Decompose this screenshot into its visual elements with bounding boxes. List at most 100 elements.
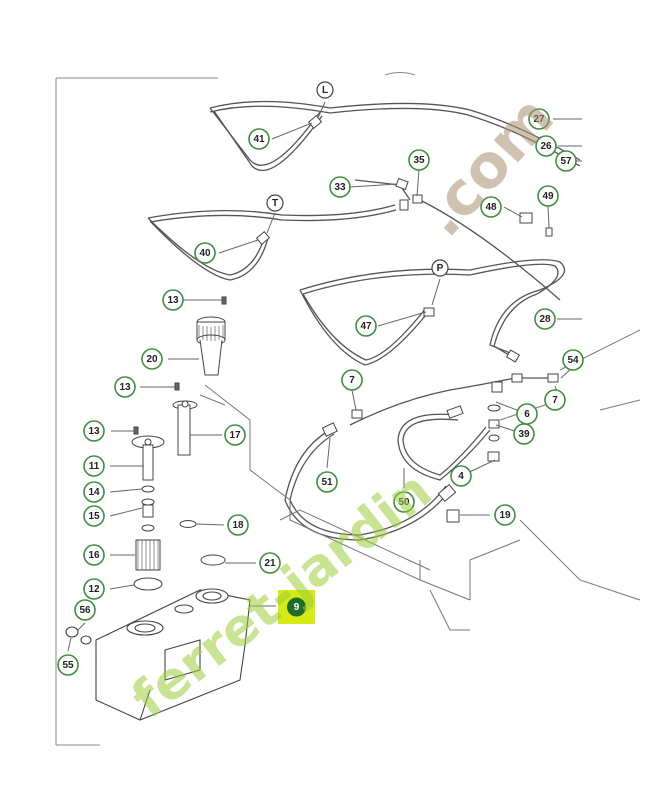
callout-40[interactable]: 40 (194, 242, 216, 264)
letter-label: T (272, 198, 278, 209)
callout-label: 55 (62, 660, 74, 671)
callout-11[interactable]: 11 (83, 455, 105, 477)
callout-label: 11 (89, 461, 100, 472)
callout-ring (555, 150, 577, 172)
callout-26[interactable]: 26 (535, 135, 557, 157)
callout-label: 18 (232, 520, 244, 531)
callout-7[interactable]: 7 (544, 389, 566, 411)
callout-ring (316, 471, 338, 493)
callout-label: 50 (398, 497, 410, 508)
callout-label: 21 (264, 558, 276, 569)
callout-label: 15 (88, 511, 100, 522)
callout-ring (513, 423, 535, 445)
callout-label: 48 (485, 202, 497, 213)
callout-48[interactable]: 48 (480, 196, 502, 218)
callout-ring (534, 308, 556, 330)
letter-ring (266, 194, 284, 212)
callout-ring (329, 176, 351, 198)
callout-ring (528, 108, 550, 130)
part-cap-20 (196, 316, 226, 376)
callout-ring (83, 505, 105, 527)
callout-54[interactable]: 54 (562, 349, 584, 371)
callout-label: 20 (146, 354, 158, 365)
callout-33[interactable]: 33 (329, 176, 351, 198)
callout-41[interactable]: 41 (248, 128, 270, 150)
callout-20[interactable]: 20 (141, 348, 163, 370)
callout-47[interactable]: 47 (355, 315, 377, 337)
callout-13[interactable]: 13 (162, 289, 184, 311)
callout-12[interactable]: 12 (83, 578, 105, 600)
callout-6[interactable]: 6 (516, 403, 538, 425)
letter-markers: L T P (266, 81, 449, 277)
callout-ring (83, 578, 105, 600)
callout-label: 35 (413, 155, 425, 166)
callout-label: 4 (458, 471, 464, 482)
letter-marker-T: T (266, 194, 284, 212)
callout-label: 27 (533, 114, 545, 125)
callout-35[interactable]: 35 (408, 149, 430, 171)
callout-50[interactable]: 50 (393, 491, 415, 513)
callout-16[interactable]: 16 (83, 544, 105, 566)
callout-ring (248, 128, 270, 150)
letter-ring (316, 81, 334, 99)
callout-label: 51 (321, 477, 333, 488)
callout-ring (57, 654, 79, 676)
callout-17[interactable]: 17 (224, 424, 246, 446)
callout-ring (408, 149, 430, 171)
callout-ring (83, 455, 105, 477)
callout-15[interactable]: 15 (83, 505, 105, 527)
callout-4[interactable]: 4 (450, 465, 472, 487)
letter-marker-P: P (431, 259, 449, 277)
callout-label: 7 (349, 375, 355, 386)
fittings (255, 115, 559, 523)
callout-ring (141, 348, 163, 370)
callout-label: 16 (88, 550, 100, 561)
callout-label: 49 (542, 191, 554, 202)
callout-ring (224, 424, 246, 446)
callout-39[interactable]: 39 (513, 423, 535, 445)
callout-27[interactable]: 27 (528, 108, 550, 130)
callout-51[interactable]: 51 (316, 471, 338, 493)
callout-56[interactable]: 56 (74, 599, 96, 621)
callout-ring (544, 389, 566, 411)
callout-label: 13 (119, 382, 131, 393)
callout-ring (562, 349, 584, 371)
callout-49[interactable]: 49 (537, 185, 559, 207)
callout-label: 39 (518, 429, 530, 440)
callout-ring (450, 465, 472, 487)
highlight-box-9[interactable]: 9 (278, 590, 315, 624)
callout-21[interactable]: 21 (259, 552, 281, 574)
callout-ring (194, 242, 216, 264)
callout-label: 28 (539, 314, 551, 325)
callout-ring (494, 504, 516, 526)
callout-13[interactable]: 13 (83, 420, 105, 442)
callout-7[interactable]: 7 (341, 369, 363, 391)
callout-ring (74, 599, 96, 621)
callout-label: 40 (199, 248, 211, 259)
callout-ring (83, 481, 105, 503)
callout-label: 7 (552, 395, 558, 406)
callout-ring (535, 135, 557, 157)
callout-55[interactable]: 55 (57, 654, 79, 676)
letter-label: L (322, 85, 328, 96)
callout-57[interactable]: 57 (555, 150, 577, 172)
callout-label: 6 (524, 409, 530, 420)
callout-14[interactable]: 14 (83, 481, 105, 503)
callout-13[interactable]: 13 (114, 376, 136, 398)
callout-ring (83, 420, 105, 442)
letter-marker-L: L (316, 81, 334, 99)
callout-28[interactable]: 28 (534, 308, 556, 330)
part-sender-17 (172, 400, 198, 456)
callout-ring (83, 544, 105, 566)
frame-lines (55, 72, 416, 746)
callout-19[interactable]: 19 (494, 504, 516, 526)
callout-18[interactable]: 18 (227, 514, 249, 536)
callout-label: 14 (88, 487, 100, 498)
callout-label: 13 (88, 426, 100, 437)
callout-ring (355, 315, 377, 337)
callout-ring (537, 185, 559, 207)
callout-label: 19 (499, 510, 511, 521)
callout-ring (480, 196, 502, 218)
